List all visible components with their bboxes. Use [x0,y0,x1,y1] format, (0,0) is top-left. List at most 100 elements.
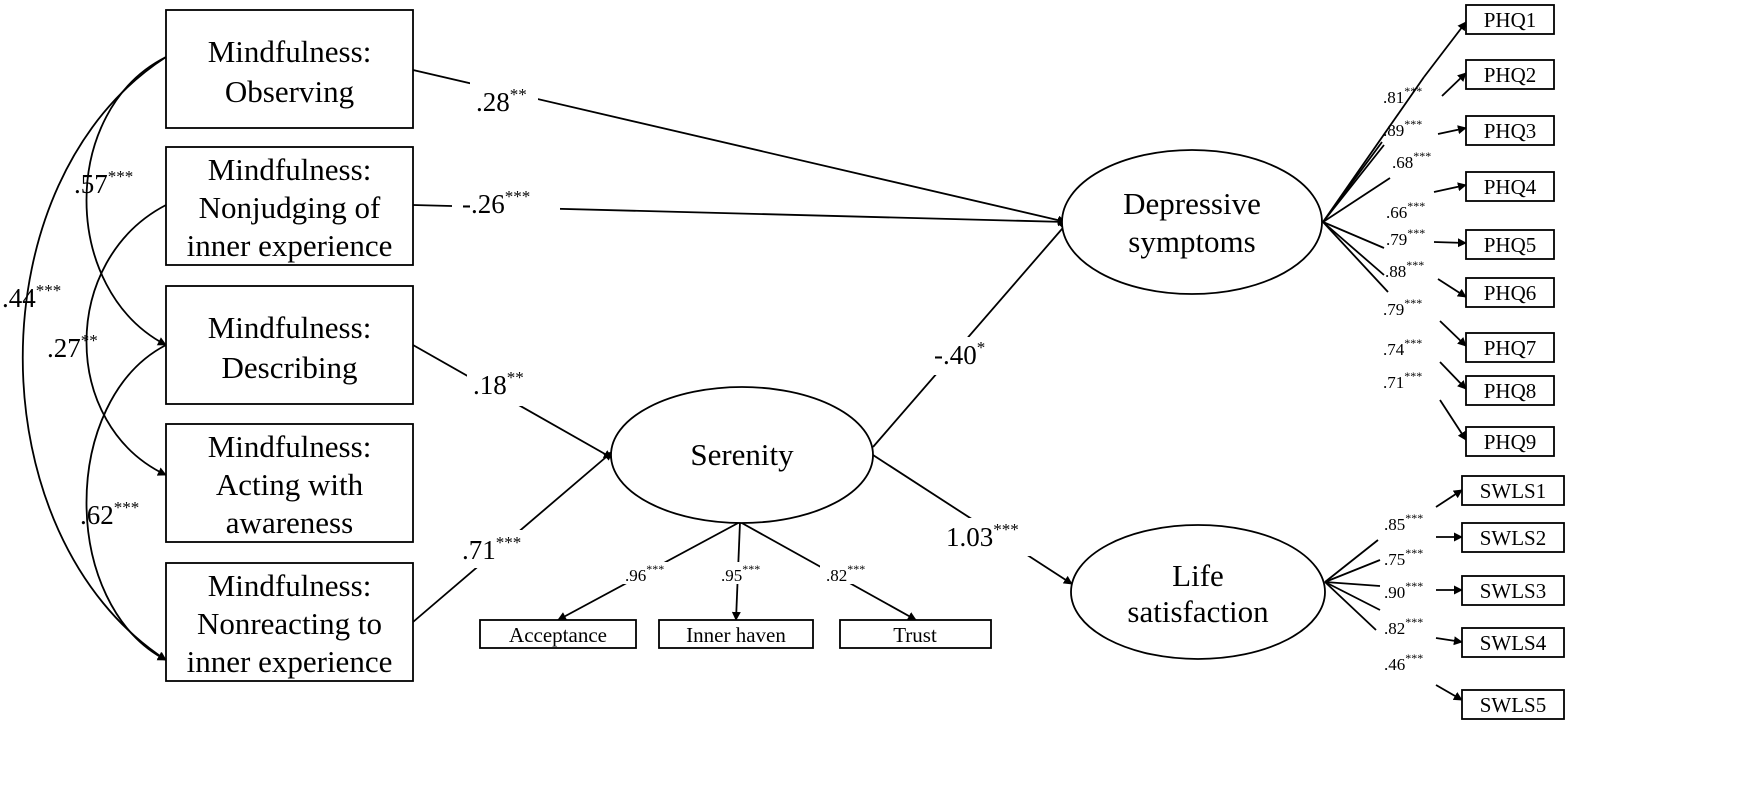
latent-label: satisfaction [1127,594,1269,629]
predictor-box-describing [165,285,414,405]
indicator-box-swls5 [1461,689,1565,720]
predictor-label: inner experience [187,228,393,263]
path-coef-label: 1.03*** [946,520,1019,552]
loading-label: .82*** [1384,615,1423,638]
indicator-label: SWLS2 [1480,526,1547,550]
indicator-box-phq3 [1465,115,1555,146]
loading-label: .46*** [1384,651,1423,674]
indicator-box-trust [839,619,992,649]
predictor-box-nonjudging [165,146,414,266]
indicator-label: PHQ3 [1484,119,1537,143]
loading-arrow-phq7 [1439,320,1467,347]
corr-label: .57*** [74,167,133,199]
path-coef-label: .28** [476,85,527,117]
loading-label: .85*** [1384,511,1423,534]
indicator-box-inner-haven [658,619,814,649]
loading-arrow-phq5 [1433,238,1467,248]
indicator-box-phq8 [1465,375,1555,406]
loading-line-phq7 [1322,221,1389,293]
predictor-label: Acting with [216,467,364,502]
latent-depressive-symptoms [1061,149,1323,295]
indicator-box-acceptance [479,619,637,649]
path-labels: .28** -.26*** .18** .71*** -.40* 1.03*** [452,82,1032,568]
corr-curve-observing-describing [85,49,176,346]
corr-curve-describing-nonreacting [85,337,176,661]
corr-label: .62*** [80,498,139,530]
latent-label: Life [1172,558,1224,593]
loading-line-phq2 [1322,141,1383,223]
path-coef-label: .18** [473,368,524,400]
loading-arrow-swls1 [1435,489,1463,508]
latent-label: symptoms [1128,224,1255,259]
indicator-label: Inner haven [686,623,786,647]
loading-line-swls4 [1324,581,1381,611]
loading-arrow-swls5 [1435,684,1463,701]
indicator-box-phq4 [1465,171,1555,202]
indicator-box-swls2 [1461,522,1565,553]
path-coef-label: .71*** [462,533,521,565]
loading-label: .88*** [1385,258,1424,281]
loading-arrow-phq9 [1439,399,1467,441]
path-coef-label: -.40* [934,338,985,370]
indicator-label: PHQ2 [1484,63,1537,87]
predictor-label: Mindfulness: [208,152,372,187]
loading-label: .81*** [1383,84,1422,107]
loading-line-swls2 [1324,559,1381,583]
indicator-label: Acceptance [509,623,607,647]
indicator-label: SWLS1 [1480,479,1547,503]
loading-label: .75*** [1384,546,1423,569]
loading-line-swls5 [1324,581,1377,631]
loading-label: .79*** [1386,226,1425,249]
corr-curve-observing-nonreacting [22,48,176,661]
corr-label: .44*** [2,281,61,313]
loading-label: .71*** [1383,369,1422,392]
indicator-box-phq7 [1465,332,1555,363]
indicator-label: SWLS4 [1480,631,1547,655]
life-satisfaction-measurement: .85*** .75*** .90*** .82*** .46*** Life … [1070,475,1565,720]
loading-arrow-swls4 [1435,636,1463,646]
loading-label: .74*** [1383,336,1422,359]
depressive-measurement: .81*** .89*** .68*** .66*** .79*** .88**… [1061,4,1555,457]
predictor-label: Mindfulness: [208,429,372,464]
loading-arrow-phq8 [1439,361,1467,390]
path-serenity-depressive [872,221,1069,448]
loading-label: .68*** [1392,149,1431,172]
indicator-label: PHQ7 [1484,336,1537,360]
loading-label: .89*** [1383,117,1422,140]
indicator-label: SWLS5 [1480,693,1547,717]
loading-label: .79*** [1383,296,1422,319]
loading-label: .96*** [625,562,664,585]
loading-arrow-phq6 [1437,278,1467,298]
predictor-label: Mindfulness: [208,34,372,69]
loading-arrow-phq3 [1437,125,1467,135]
indicator-box-phq5 [1465,229,1555,260]
indicator-label: SWLS3 [1480,579,1547,603]
loading-line-swls3 [1324,581,1381,587]
indicator-box-swls3 [1461,575,1565,606]
predictor-label: inner experience [187,644,393,679]
latent-label: Serenity [690,437,794,472]
loading-label: .90*** [1384,579,1423,602]
indicator-label: Trust [893,623,937,647]
indicator-box-phq6 [1465,277,1555,308]
loading-line-phq6 [1322,221,1385,276]
indicator-box-phq2 [1465,59,1555,90]
indicator-box-swls1 [1461,475,1565,506]
predictor-label: Observing [225,74,354,109]
indicator-box-phq1 [1465,4,1555,35]
loading-label: .82*** [826,562,865,585]
indicator-label: PHQ4 [1484,175,1537,199]
corr-curve-nonjudging-acting [85,197,176,476]
latent-serenity [610,386,874,524]
serenity-measurement: .96*** .95*** .82*** Serenity Acceptance… [479,386,992,649]
predictor-label: Mindfulness: [208,568,372,603]
indicator-box-phq9 [1465,426,1555,457]
latent-life-satisfaction [1070,524,1326,660]
indicator-label: PHQ9 [1484,430,1537,454]
predictor-label: Nonjudging of [199,190,381,225]
indicator-box-swls4 [1461,627,1565,658]
predictor-label: Nonreacting to [197,606,382,641]
loading-arrow-phq4 [1433,182,1467,193]
corr-label: .27** [47,331,98,363]
